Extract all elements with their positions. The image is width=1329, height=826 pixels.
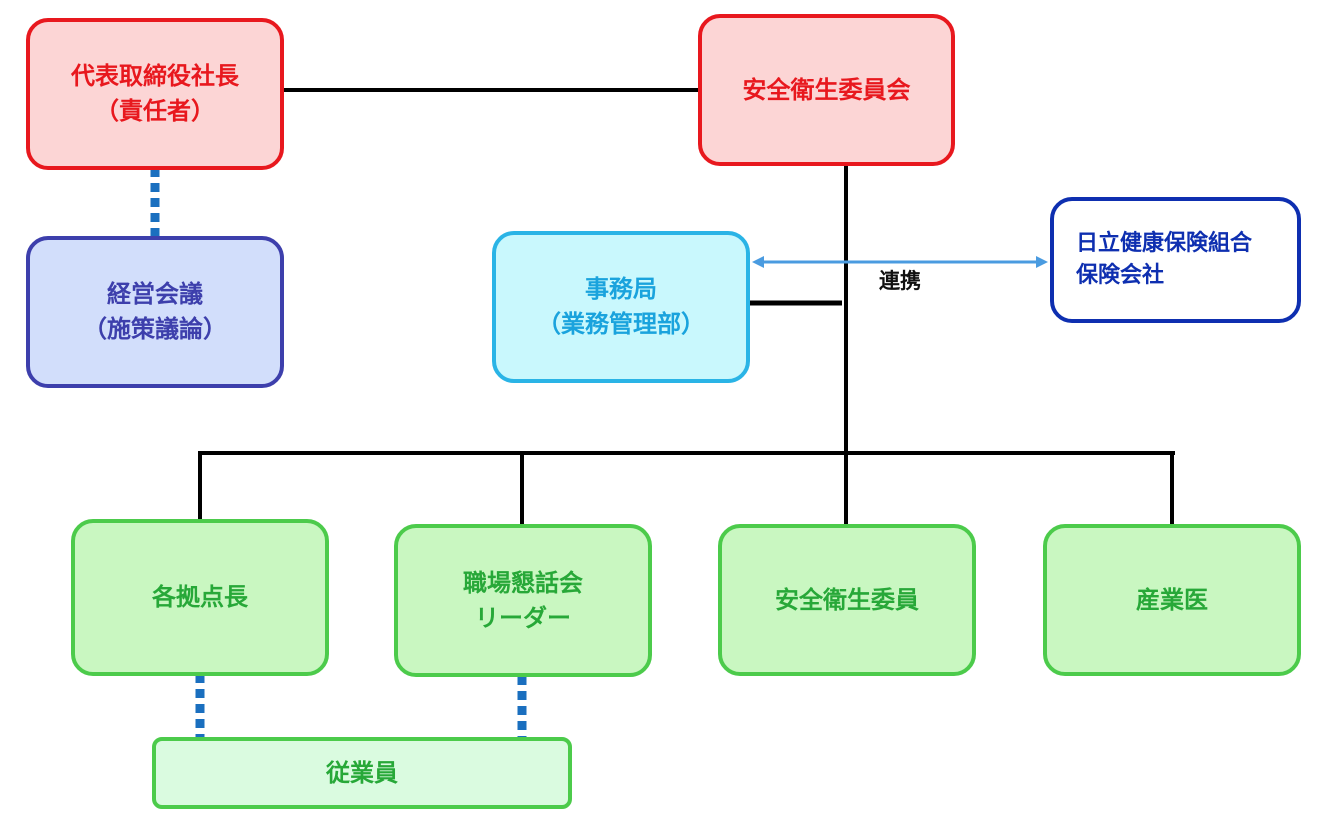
president-role: （責任者） xyxy=(95,97,215,125)
safety-members-title: 安全衛生委員 xyxy=(775,585,919,614)
president-box: 代表取締役社長 （責任者） xyxy=(26,18,284,170)
workplace-leaders-title: 職場懇話会 xyxy=(463,568,583,597)
liaison-arrowhead-left xyxy=(752,256,764,268)
base-managers-title: 各拠点長 xyxy=(152,583,248,612)
liaison-arrowhead-right xyxy=(1036,256,1048,268)
employees-box: 従業員 xyxy=(152,737,572,809)
partner-box: 日立健康保険組合 保険会社 xyxy=(1050,197,1301,323)
safety-members-box: 安全衛生委員 xyxy=(718,524,976,676)
safety-committee-box: 安全衛生委員会 xyxy=(698,14,955,166)
liaison-label: 連携 xyxy=(879,269,921,293)
management-meeting-role: （施策議論） xyxy=(83,315,227,343)
base-managers-box: 各拠点長 xyxy=(71,519,329,676)
employees-title: 従業員 xyxy=(326,758,398,787)
president-title: 代表取締役社長 xyxy=(71,62,239,91)
management-meeting-title: 経営会議 xyxy=(107,280,203,309)
partner-health-insurance: 日立健康保険組合 xyxy=(1076,231,1253,257)
workplace-leaders-role: リーダー xyxy=(475,603,571,632)
industrial-physician-box: 産業医 xyxy=(1043,524,1301,676)
secretariat-title: 事務局 xyxy=(585,275,657,304)
industrial-physician-title: 産業医 xyxy=(1136,585,1208,614)
safety-committee-title: 安全衛生委員会 xyxy=(742,75,911,104)
partner-insurance-company: 保険会社 xyxy=(1076,263,1165,288)
secretariat-box: 事務局 （業務管理部） xyxy=(492,231,750,383)
workplace-leaders-box: 職場懇話会 リーダー xyxy=(394,524,652,677)
management-meeting-box: 経営会議 （施策議論） xyxy=(26,236,284,388)
secretariat-department: （業務管理部） xyxy=(537,310,705,338)
